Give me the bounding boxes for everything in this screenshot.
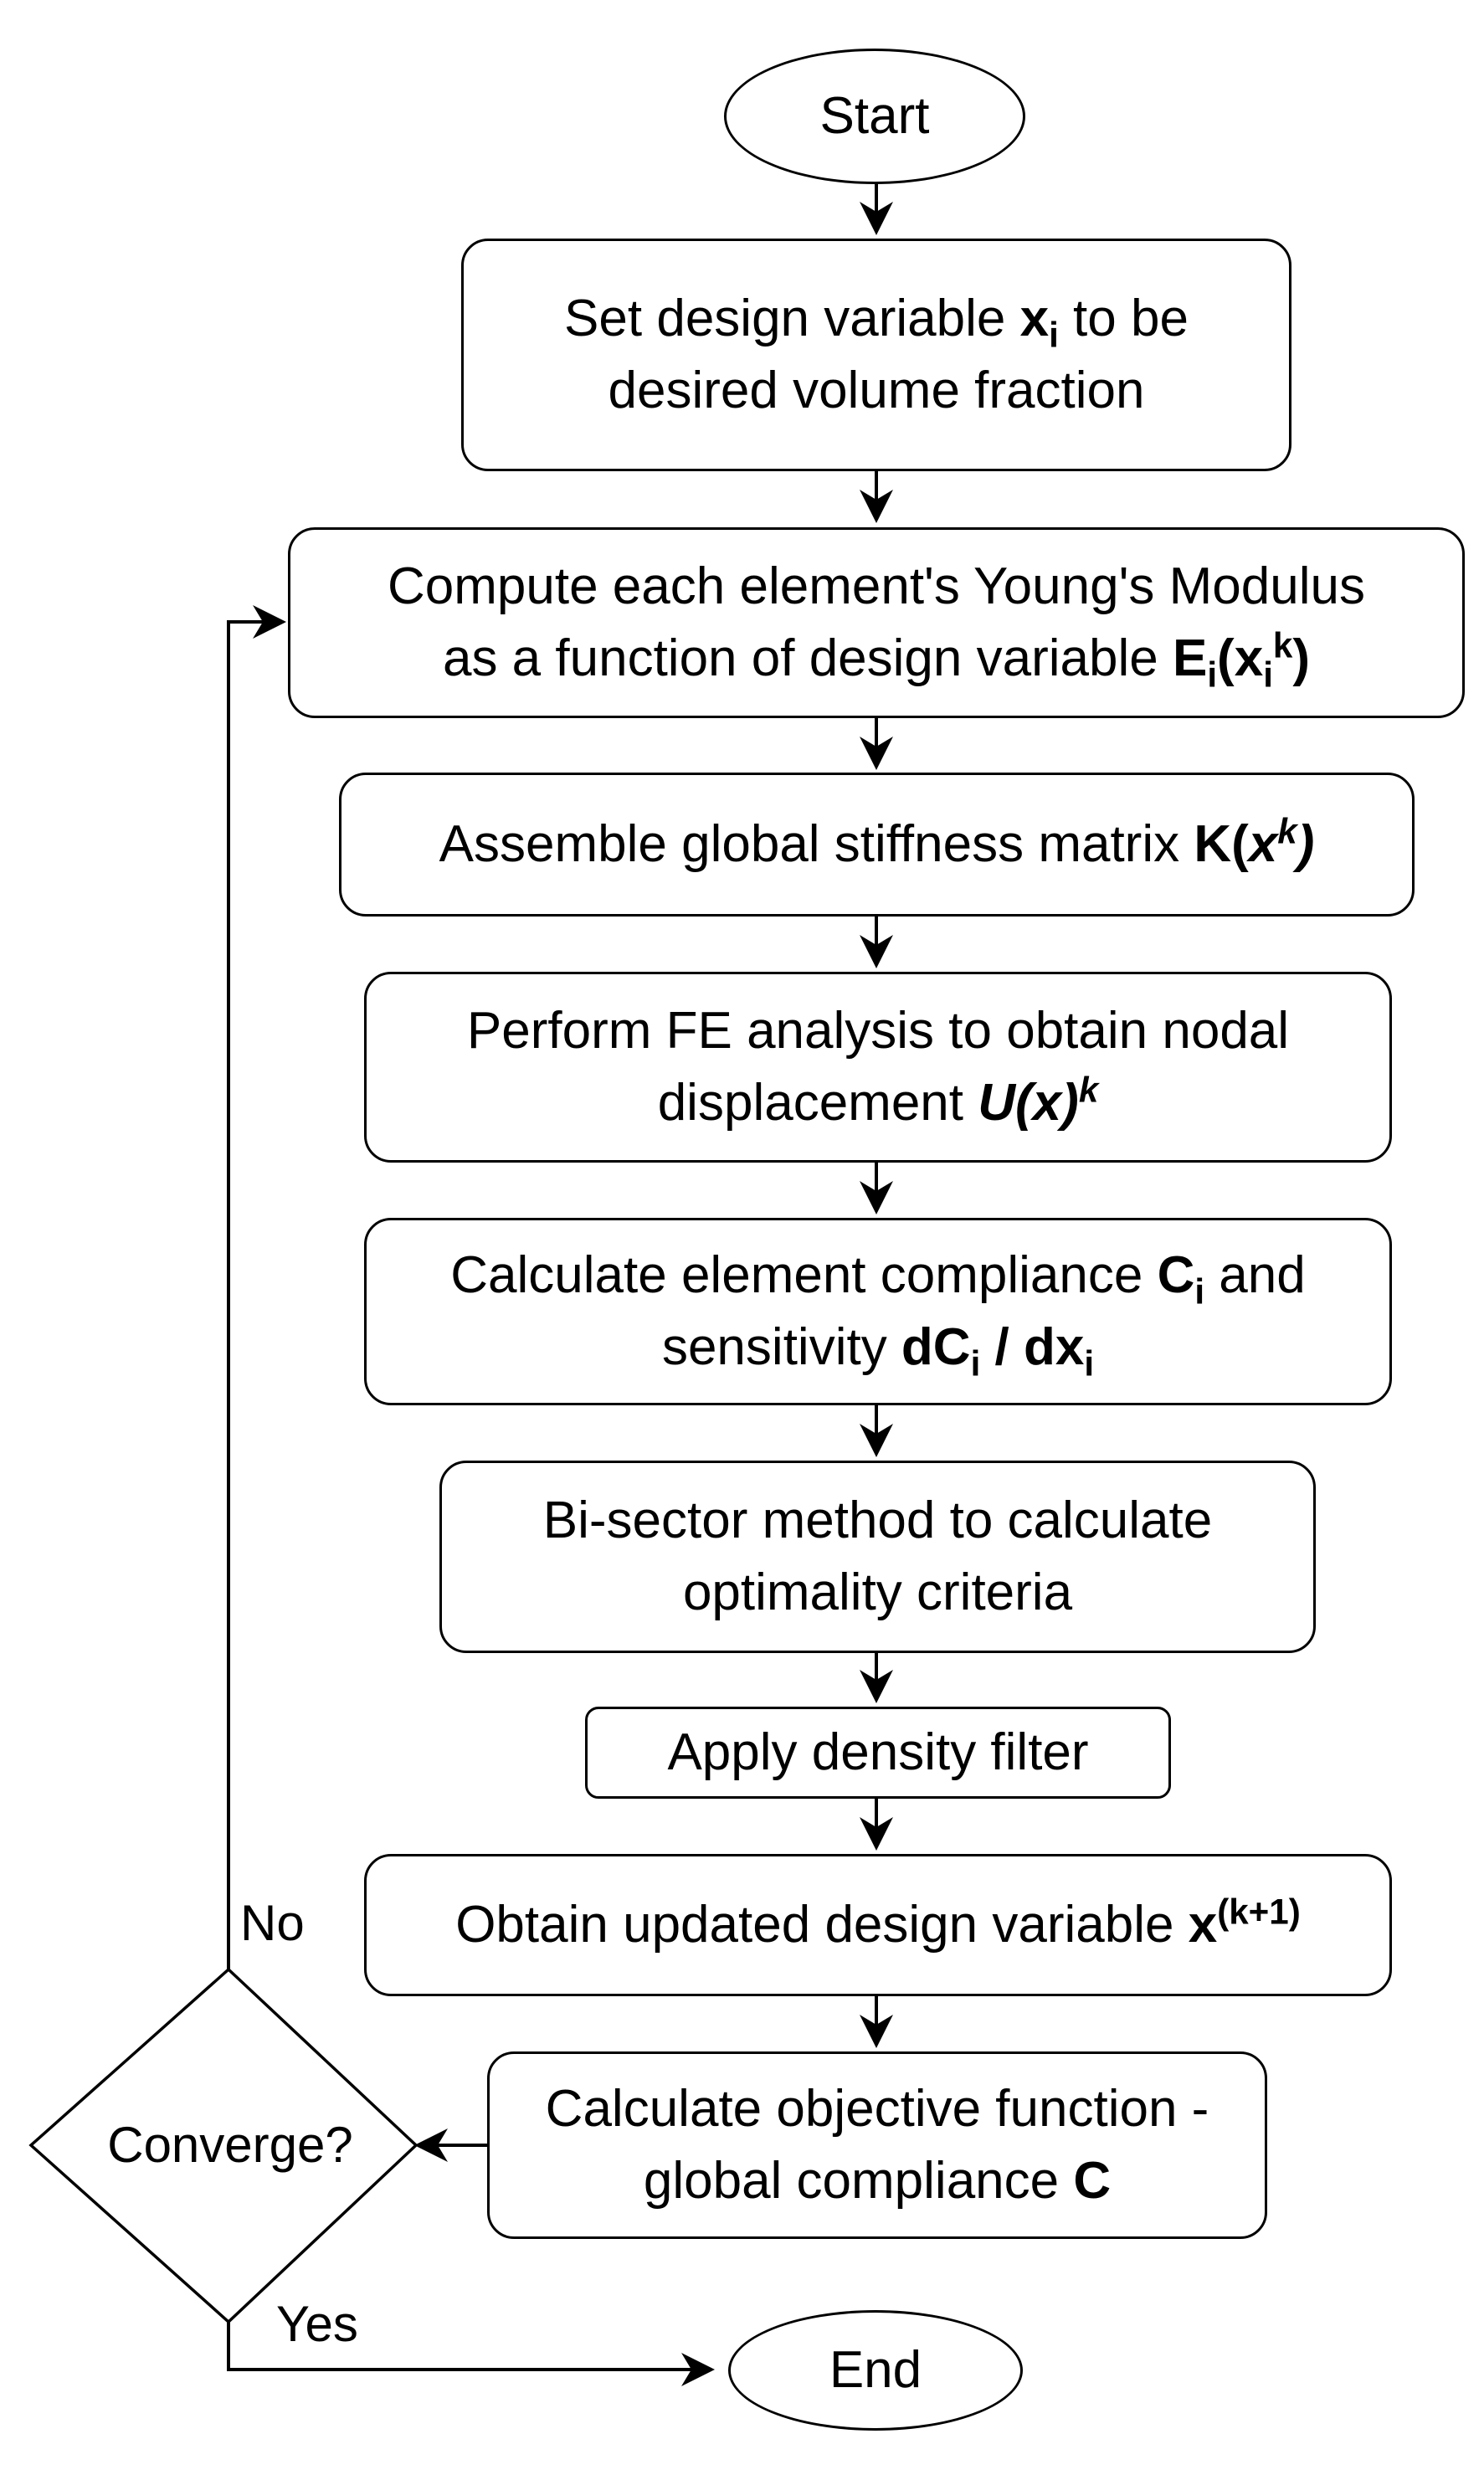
fe-analysis-step: Perform FE analysis to obtain nodal disp…: [364, 972, 1392, 1163]
objective-C: C: [1073, 2152, 1112, 2210]
arrow-no-loop: [227, 605, 286, 1969]
set-design-text-line2: desired volume fraction: [608, 362, 1145, 419]
update-text: Obtain updated design variable: [455, 1896, 1189, 1954]
end-terminal: End: [728, 2310, 1023, 2431]
converge-label: Converge?: [107, 2117, 353, 2173]
compute-modulus-line1: Compute each element's Young's Modulus: [388, 557, 1365, 616]
fe-analysis-U: U(x): [978, 1074, 1079, 1132]
compute-modulus-close: ): [1292, 629, 1311, 687]
end-label: End: [829, 2341, 922, 2400]
compliance-line1: Calculate element compliance: [450, 1246, 1158, 1305]
compute-modulus-E: E: [1172, 629, 1208, 687]
compute-modulus-E-sub: i: [1207, 655, 1218, 695]
assemble-stiffness-step: Assemble global stiffness matrix K(xk): [339, 773, 1415, 917]
update-design-step: Obtain updated design variable x(k+1): [364, 1854, 1392, 1996]
assemble-close: ): [1297, 815, 1315, 874]
start-label: Start: [819, 87, 930, 146]
set-design-text-a: Set design variable: [564, 290, 1020, 348]
element-compliance-step: Calculate element compliance Ci and sens…: [364, 1218, 1392, 1405]
compliance-and: and: [1204, 1246, 1306, 1305]
fe-analysis-line1: Perform FE analysis to obtain nodal: [466, 1002, 1290, 1060]
converge-diamond-shape: [28, 1967, 418, 2324]
compute-modulus-step: Compute each element's Young's Modulus a…: [288, 527, 1465, 718]
assemble-K: K(: [1194, 815, 1249, 874]
compliance-dC-sub: i: [970, 1343, 981, 1384]
compliance-C: C: [1157, 1246, 1195, 1305]
compute-modulus-line2: as a function of design variable: [442, 629, 1173, 687]
bisector-step: Bi-sector method to calculate optimality…: [439, 1461, 1316, 1653]
compliance-dC: dC: [901, 1318, 971, 1376]
fe-analysis-line2: displacement: [657, 1074, 978, 1132]
compute-modulus-x: (x: [1217, 629, 1264, 687]
density-filter-step: Apply density filter: [585, 1707, 1171, 1799]
update-sup: (k+1): [1217, 1892, 1301, 1932]
set-design-var: x: [1019, 290, 1050, 348]
update-x: x: [1188, 1896, 1218, 1954]
objective-line1: Calculate objective function -: [545, 2080, 1209, 2139]
assemble-text: Assemble global stiffness matrix: [439, 815, 1194, 874]
assemble-x: x: [1248, 815, 1278, 874]
compliance-dx-sub: i: [1084, 1343, 1095, 1384]
fe-analysis-k-sup: k: [1078, 1070, 1099, 1110]
compute-modulus-k-sup: k: [1272, 625, 1293, 665]
bisector-line1: Bi-sector method to calculate: [542, 1492, 1213, 1550]
arrow-yes-to-end: [227, 2322, 715, 2386]
set-design-variable-step: Set design variable xi to be desired vol…: [461, 239, 1291, 471]
bisector-line2: optimality criteria: [682, 1564, 1073, 1621]
set-design-text-b: to be: [1058, 290, 1189, 348]
compliance-dx: / dx: [980, 1318, 1085, 1376]
compliance-line2: sensitivity: [661, 1318, 901, 1376]
density-filter-label: Apply density filter: [667, 1723, 1089, 1782]
start-terminal: Start: [724, 49, 1025, 184]
objective-line2: global compliance: [643, 2152, 1074, 2210]
objective-function-step: Calculate objective function - global co…: [487, 2051, 1267, 2239]
compute-modulus-x-sub: i: [1263, 655, 1273, 695]
no-edge-label: No: [240, 1895, 305, 1951]
compliance-C-sub: i: [1194, 1271, 1205, 1312]
set-design-var-sub: i: [1049, 315, 1059, 355]
assemble-k-sup: k: [1277, 811, 1297, 851]
yes-edge-label: Yes: [276, 2296, 358, 2352]
